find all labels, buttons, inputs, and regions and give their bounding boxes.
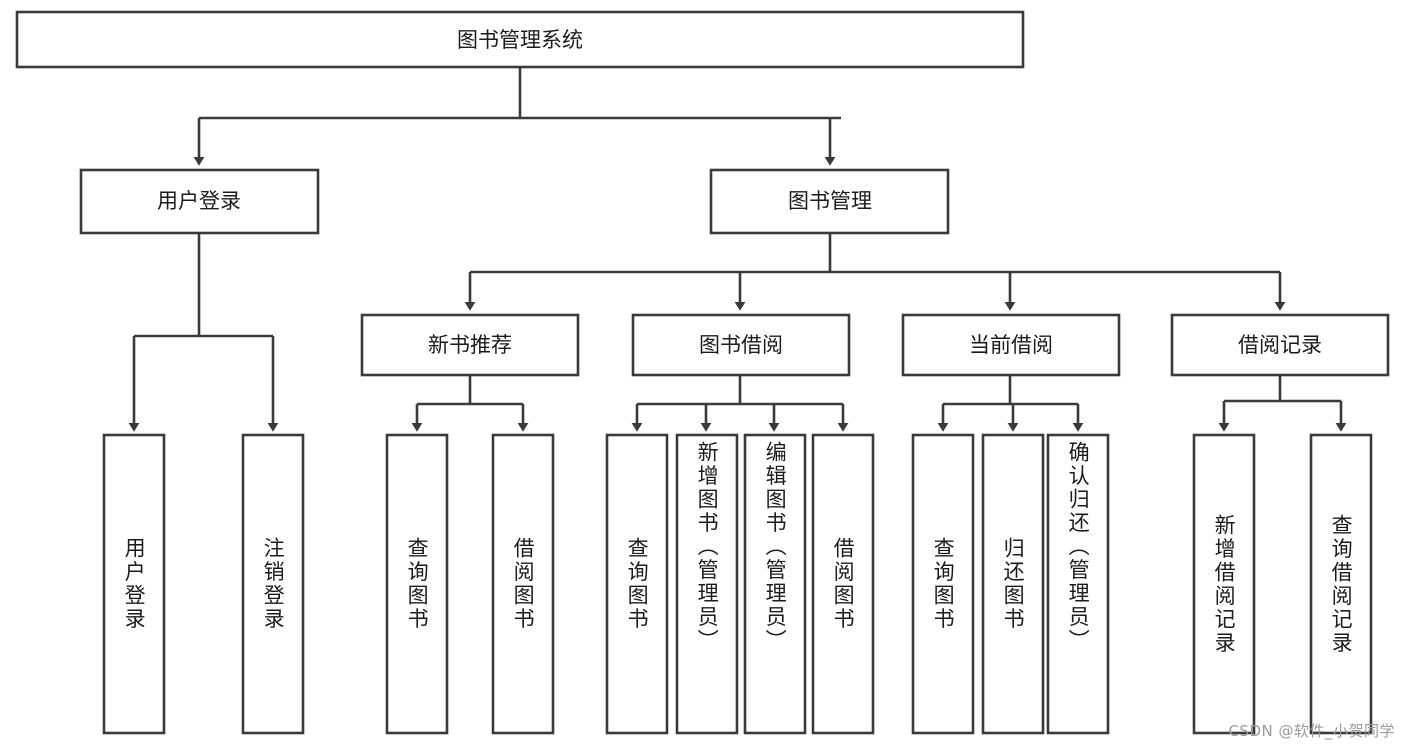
node-new-book-recommend-label: 新书推荐: [428, 333, 512, 357]
leaf-box-current-borrow-1[interactable]: [911, 433, 975, 735]
leaf-box-borrow-record-1[interactable]: [1192, 433, 1256, 735]
leaf-box-book-borrow-4[interactable]: [811, 433, 875, 735]
edge-group-currentborrow-to-leaves: [937, 375, 1084, 432]
node-book-borrow[interactable]: 图书借阅: [631, 313, 851, 377]
node-new-book-recommend-box[interactable]: [360, 313, 580, 377]
node-borrow-record[interactable]: 借阅记录: [1170, 313, 1390, 377]
leaf-box-new-book-2[interactable]: [491, 433, 555, 735]
leaf-group-user-login: [102, 433, 305, 735]
edge-group-bookborrow-to-leaves: [631, 375, 849, 432]
leaf-group-book-borrow: [605, 433, 875, 735]
edge-group-borrowrecord-to-leaves: [1218, 375, 1347, 432]
node-book-borrow-label: 图书借阅: [699, 333, 783, 357]
node-root[interactable]: 图书管理系统: [15, 10, 1025, 69]
edge-group-bookmanage-to-level3: [464, 233, 1286, 311]
node-book-manage[interactable]: 图书管理: [709, 168, 950, 235]
leaf-box-book-borrow-3[interactable]: [743, 433, 807, 735]
leaf-box-borrow-record-2[interactable]: [1309, 433, 1373, 735]
node-user-login-label: 用户登录: [157, 189, 241, 213]
edge-group-newbook-to-leaves: [411, 375, 529, 432]
node-root-box[interactable]: [15, 10, 1025, 69]
leaf-group-current-borrow: [911, 433, 1110, 735]
leaf-group-borrow-record: [1192, 433, 1373, 735]
leaf-box-user-login-1[interactable]: [102, 433, 166, 735]
node-user-login[interactable]: 用户登录: [79, 168, 320, 235]
node-new-book-recommend[interactable]: 新书推荐: [360, 313, 580, 377]
node-root-label: 图书管理系统: [457, 28, 583, 52]
node-borrow-record-label: 借阅记录: [1238, 333, 1322, 357]
leaf-box-new-book-1[interactable]: [385, 433, 449, 735]
leaf-box-book-borrow-1[interactable]: [605, 433, 669, 735]
node-book-manage-label: 图书管理: [788, 189, 872, 213]
leaf-box-current-borrow-2[interactable]: [981, 433, 1045, 735]
node-user-login-box[interactable]: [79, 168, 320, 235]
node-current-borrow-label: 当前借阅: [969, 333, 1053, 357]
leaf-box-current-borrow-3[interactable]: [1046, 433, 1110, 735]
node-book-manage-box[interactable]: [709, 168, 950, 235]
node-book-borrow-box[interactable]: [631, 313, 851, 377]
watermark-label: CSDN @软件_小贺同学: [1228, 722, 1395, 740]
node-borrow-record-box[interactable]: [1170, 313, 1390, 377]
leaf-box-user-login-2[interactable]: [241, 433, 305, 735]
node-current-borrow-box[interactable]: [901, 313, 1121, 377]
edge-group-userlogin-to-leaves: [128, 233, 279, 432]
node-current-borrow[interactable]: 当前借阅: [901, 313, 1121, 377]
edge-group-root-to-level2: [193, 67, 841, 166]
leaf-group-new-book-recommend: [385, 433, 555, 735]
leaf-box-book-borrow-2[interactable]: [675, 433, 739, 735]
